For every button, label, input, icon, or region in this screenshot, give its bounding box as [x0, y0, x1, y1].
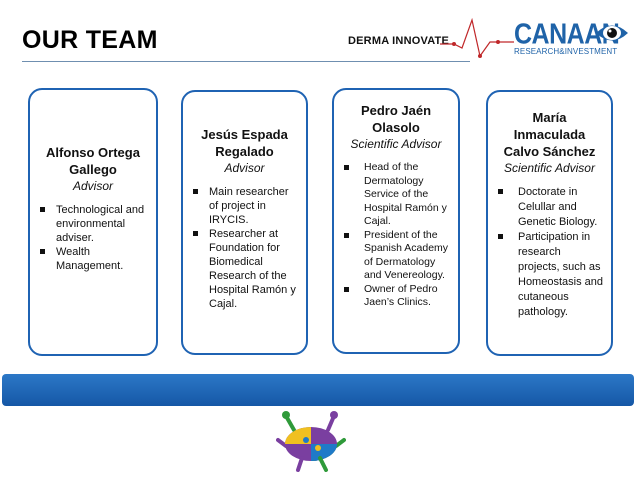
member-role: Advisor [72, 179, 113, 193]
bullet-item: Owner of Pedro Jaen’s Clinics. [342, 283, 450, 310]
member-role: Scientific Advisor [350, 137, 442, 151]
member-name: Alfonso Ortega Gallego [46, 145, 140, 177]
member-card-jesus: Jesús Espada Regalado Advisor Main resea… [181, 90, 308, 355]
member-name: Pedro Jaén Olasolo [360, 103, 432, 135]
member-bullets: Head of the Dermatology Service of the H… [342, 161, 450, 310]
pulse-line-icon [440, 18, 514, 58]
member-bullets: Technological and environmental adviser.… [38, 203, 148, 273]
member-role: Scientific Advisor [504, 161, 595, 175]
member-bullets: Doctorate in Celullar and Genetic Biolog… [496, 185, 603, 320]
eye-icon [596, 25, 628, 41]
bullet-item: Wealth Management. [38, 245, 148, 273]
canaan-logo: CANAAN RESEARCH&INVESTMENT [514, 18, 632, 60]
bullet-item: Participation in research projects, such… [496, 230, 603, 320]
member-card-pedro: Pedro Jaén Olasolo Scientific Advisor He… [332, 88, 460, 354]
bullet-item: Head of the Dermatology Service of the H… [342, 161, 450, 229]
member-card-alfonso: Alfonso Ortega Gallego Advisor Technolog… [28, 88, 158, 356]
member-role: Advisor [224, 161, 265, 175]
derma-innovate-logo: DERMA INNOVATE [348, 35, 449, 47]
bullet-item: Researcher at Foundation for Biomedical … [191, 227, 298, 311]
puzzle-figure-icon [276, 411, 346, 472]
member-card-maria: María Inmaculada Calvo Sánchez Scientifi… [486, 90, 613, 356]
bullet-item: Doctorate in Celullar and Genetic Biolog… [496, 185, 603, 230]
member-bullets: Main researcher of project in IRYCIS. Re… [191, 185, 298, 311]
blue-band [2, 374, 634, 406]
bullet-item: Technological and environmental adviser. [38, 203, 148, 245]
bullet-item: President of the Spanish Academy of Derm… [342, 229, 450, 283]
bullet-item: Main researcher of project in IRYCIS. [191, 185, 298, 227]
member-name: María Inmaculada Calvo Sánchez [503, 110, 596, 159]
member-name: Jesús Espada Regalado [201, 127, 288, 159]
title-rule [22, 61, 470, 62]
canaan-subtitle: RESEARCH&INVESTMENT [514, 47, 618, 56]
page-title: OUR TEAM [22, 26, 158, 54]
